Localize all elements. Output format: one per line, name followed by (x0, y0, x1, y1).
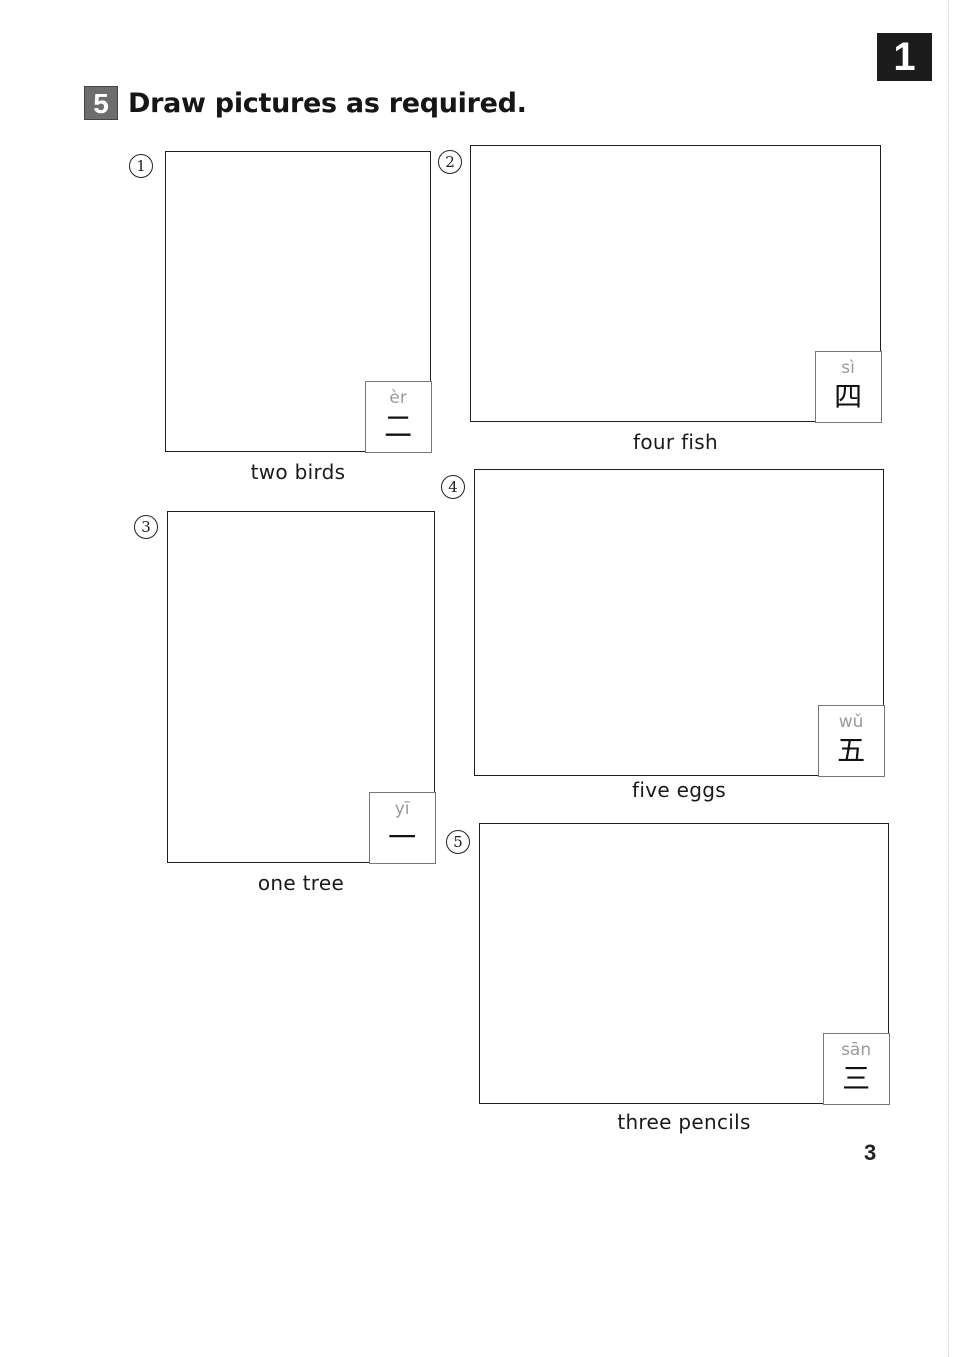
caption-1: two birds (250, 460, 346, 484)
pinyin-label: sān (841, 1039, 872, 1060)
pinyin-label: èr (389, 387, 407, 408)
pinyin-label: sì (841, 357, 855, 378)
exercise-number-badge: 5 (84, 86, 118, 120)
page-edge-divider (948, 0, 949, 1357)
page-number: 3 (864, 1140, 877, 1165)
pinyin-label: yī (394, 798, 410, 819)
drawing-box-2[interactable]: sì 四 (470, 145, 882, 423)
caption-2: four fish (633, 430, 718, 454)
item-marker-1: 1 (129, 154, 153, 178)
caption-3: one tree (257, 871, 345, 895)
drawing-box-3[interactable]: yī 一 (167, 511, 436, 864)
item-marker-3: 3 (134, 515, 158, 539)
item-marker-2: 2 (438, 150, 462, 174)
item-marker-5: 5 (446, 830, 470, 854)
hint-box-4: wǔ 五 (817, 704, 885, 777)
hanzi-label: 三 (842, 1061, 871, 1095)
hint-box-3: yī 一 (368, 791, 436, 864)
caption-4: five eggs (632, 778, 726, 802)
unit-badge: 1 (877, 33, 932, 81)
pinyin-label: wǔ (838, 711, 864, 732)
drawing-box-4[interactable]: wǔ 五 (474, 469, 885, 777)
drawing-box-5[interactable]: sān 三 (479, 823, 890, 1105)
hint-box-1: èr 二 (364, 380, 432, 453)
hanzi-label: 二 (384, 409, 413, 443)
hanzi-label: 一 (388, 820, 417, 854)
drawing-box-1[interactable]: èr 二 (165, 151, 432, 453)
hint-box-5: sān 三 (822, 1032, 890, 1105)
caption-5: three pencils (617, 1110, 751, 1134)
exercise-heading: 5 Draw pictures as required. (84, 86, 527, 120)
exercise-instruction: Draw pictures as required. (128, 87, 527, 119)
hanzi-label: 四 (834, 379, 863, 413)
hint-box-2: sì 四 (814, 350, 882, 423)
hanzi-label: 五 (837, 733, 866, 767)
item-marker-4: 4 (441, 475, 465, 499)
